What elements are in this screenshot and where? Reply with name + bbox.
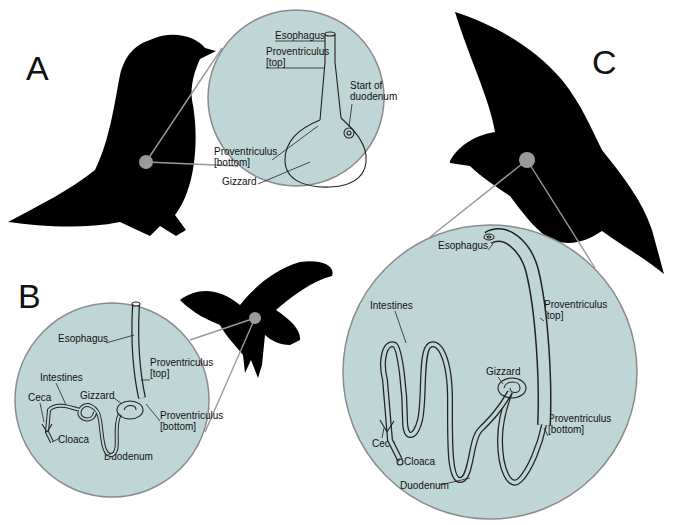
zoom-circle: EsophagusProventriculus [top]Start of du… (207, 9, 385, 187)
part-label: Cloaca (58, 434, 89, 445)
part-label: Esophagus (275, 30, 325, 41)
panel-letter: A (26, 50, 49, 86)
zoom-circle: EsophagusProventriculus [top] IntestinesG… (342, 224, 638, 520)
part-label: Duodenum (400, 480, 449, 491)
panel-letter: B (18, 278, 41, 314)
part-label: Esophagus (438, 240, 488, 251)
part-label: Proventriculus [bottom] (160, 410, 210, 432)
part-label: Cloaca (404, 456, 435, 467)
part-label: Esophagus (58, 333, 108, 344)
part-label: Proventriculus [top] (150, 357, 216, 379)
part-label: Gizzard (222, 176, 256, 187)
circle-shape (343, 225, 637, 519)
part-label: Ceca (28, 392, 51, 403)
part-label: Duodenum (104, 451, 153, 462)
part-label: Ceca (372, 438, 395, 449)
part-label: Start of duodenum (350, 80, 400, 102)
panel-letter: C (592, 44, 617, 80)
part-label: Proventriculus [top] (544, 299, 610, 321)
part-label: Proventriculus [top] (266, 46, 332, 68)
part-label: Intestines (370, 300, 413, 311)
circle-shape (15, 303, 209, 497)
zoom-circle: EsophagusProventriculus [top]IntestinesC… (14, 302, 210, 498)
tract-c (380, 234, 548, 485)
part-label: Proventriculus [bottom] (214, 146, 280, 168)
bird-silhouette (8, 35, 216, 236)
part-label: Proventriculus [bottom] (548, 413, 614, 435)
tract-b (40, 302, 160, 456)
part-label: Gizzard (486, 366, 520, 377)
part-label: Intestines (40, 372, 83, 383)
tract-a (258, 32, 366, 187)
part-label: Gizzard (80, 390, 114, 401)
